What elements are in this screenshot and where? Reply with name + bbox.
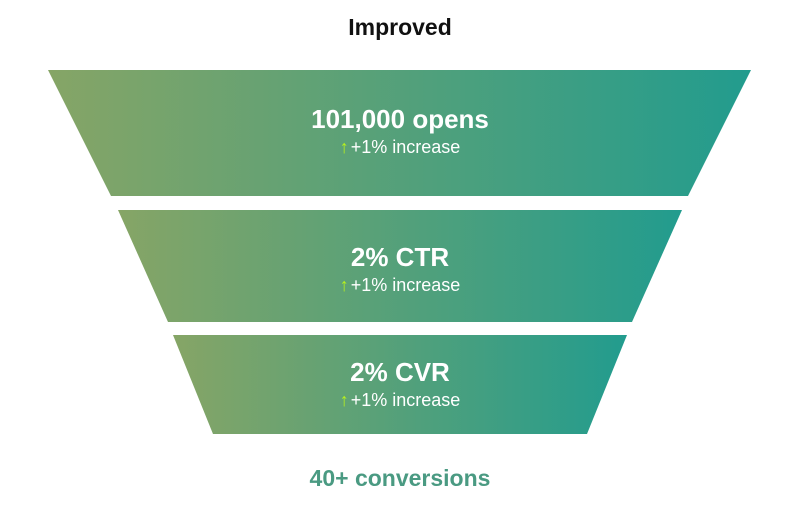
funnel-title: Improved (348, 14, 452, 40)
arrow-up-icon: ↑ (339, 390, 349, 410)
arrow-up-icon: ↑ (339, 275, 349, 295)
stage-metric: 2% CTR (350, 242, 450, 272)
stage-change: +1% increase (350, 275, 461, 295)
funnel-stage-3-shape (173, 335, 627, 434)
funnel-stage-cvr: 2% CVR ↑+1% increase (0, 357, 800, 411)
stage-change: +1% increase (350, 137, 461, 157)
stage-metric: 101,000 opens (311, 104, 489, 134)
stage-change: +1% increase (350, 390, 461, 410)
funnel-stage-opens: 101,000 opens ↑+1% increase (0, 104, 800, 158)
arrow-up-icon: ↑ (339, 137, 349, 157)
funnel-stage-2-shape (118, 210, 682, 322)
funnel-stage-ctr: 2% CTR ↑+1% increase (0, 242, 800, 296)
stage-metric: 2% CVR (350, 357, 450, 387)
funnel-result: 40+ conversions (309, 465, 491, 491)
funnel-stage-1-shape (48, 70, 751, 196)
